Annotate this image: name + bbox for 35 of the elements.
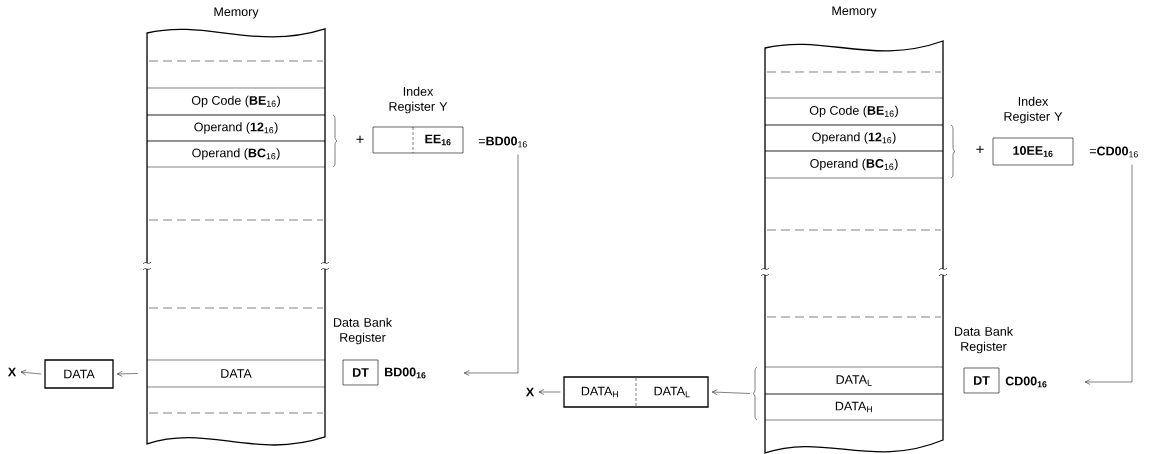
plus-sign: + — [976, 145, 984, 153]
output-register: DATA — [44, 359, 114, 389]
register-heading: Index Register Y — [389, 86, 448, 114]
register-heading: Data Bank Register — [334, 317, 393, 345]
plus-sign: + — [356, 135, 364, 143]
memory-cell: DATA — [146, 359, 326, 388]
destination-label: X — [525, 387, 535, 397]
memory-cell: Op Code (BE$_{16}$) — [764, 97, 944, 126]
memory-cell: Operand (BC$_{16}$) — [764, 150, 944, 179]
memory-cell: Operand (BC$_{16}$) — [146, 140, 326, 168]
memory-cell: DATA$_{L}$ — [764, 366, 944, 395]
register-box: DT — [963, 367, 1000, 394]
arrow — [117, 371, 139, 377]
column-heading: Memory — [832, 6, 877, 18]
arrow — [1084, 164, 1133, 385]
sum-result: =BD00$_{16}$ — [478, 136, 527, 148]
destination-label: X — [7, 367, 17, 377]
bank-value: BD00$_{16}$ — [385, 367, 426, 379]
arrow — [463, 154, 519, 376]
arrow — [538, 389, 561, 395]
register-box: 10EE$_{16}$ — [992, 137, 1074, 166]
arrow — [20, 369, 42, 376]
memory-cell: Op Code (BE$_{16}$) — [146, 87, 326, 116]
bank-value: CD00$_{16}$ — [1005, 376, 1047, 388]
register-box: EE$_{16}$ — [372, 126, 464, 154]
register-heading: Data Bank Register — [955, 326, 1014, 354]
arrow — [711, 389, 751, 395]
sum-result: =CD00$_{16}$ — [1089, 146, 1138, 158]
output-register: DATA$_{H}$ DATA$_{L}$ — [563, 376, 709, 408]
register-heading: Index Register Y — [1004, 96, 1063, 124]
column-heading: Memory — [214, 7, 259, 19]
memory-cell: DATA$_{H}$ — [764, 393, 944, 421]
memory-cell: Operand (12$_{16}$) — [764, 124, 944, 152]
register-box: DT — [342, 359, 379, 386]
memory-cell: Operand (12$_{16}$) — [146, 114, 326, 142]
